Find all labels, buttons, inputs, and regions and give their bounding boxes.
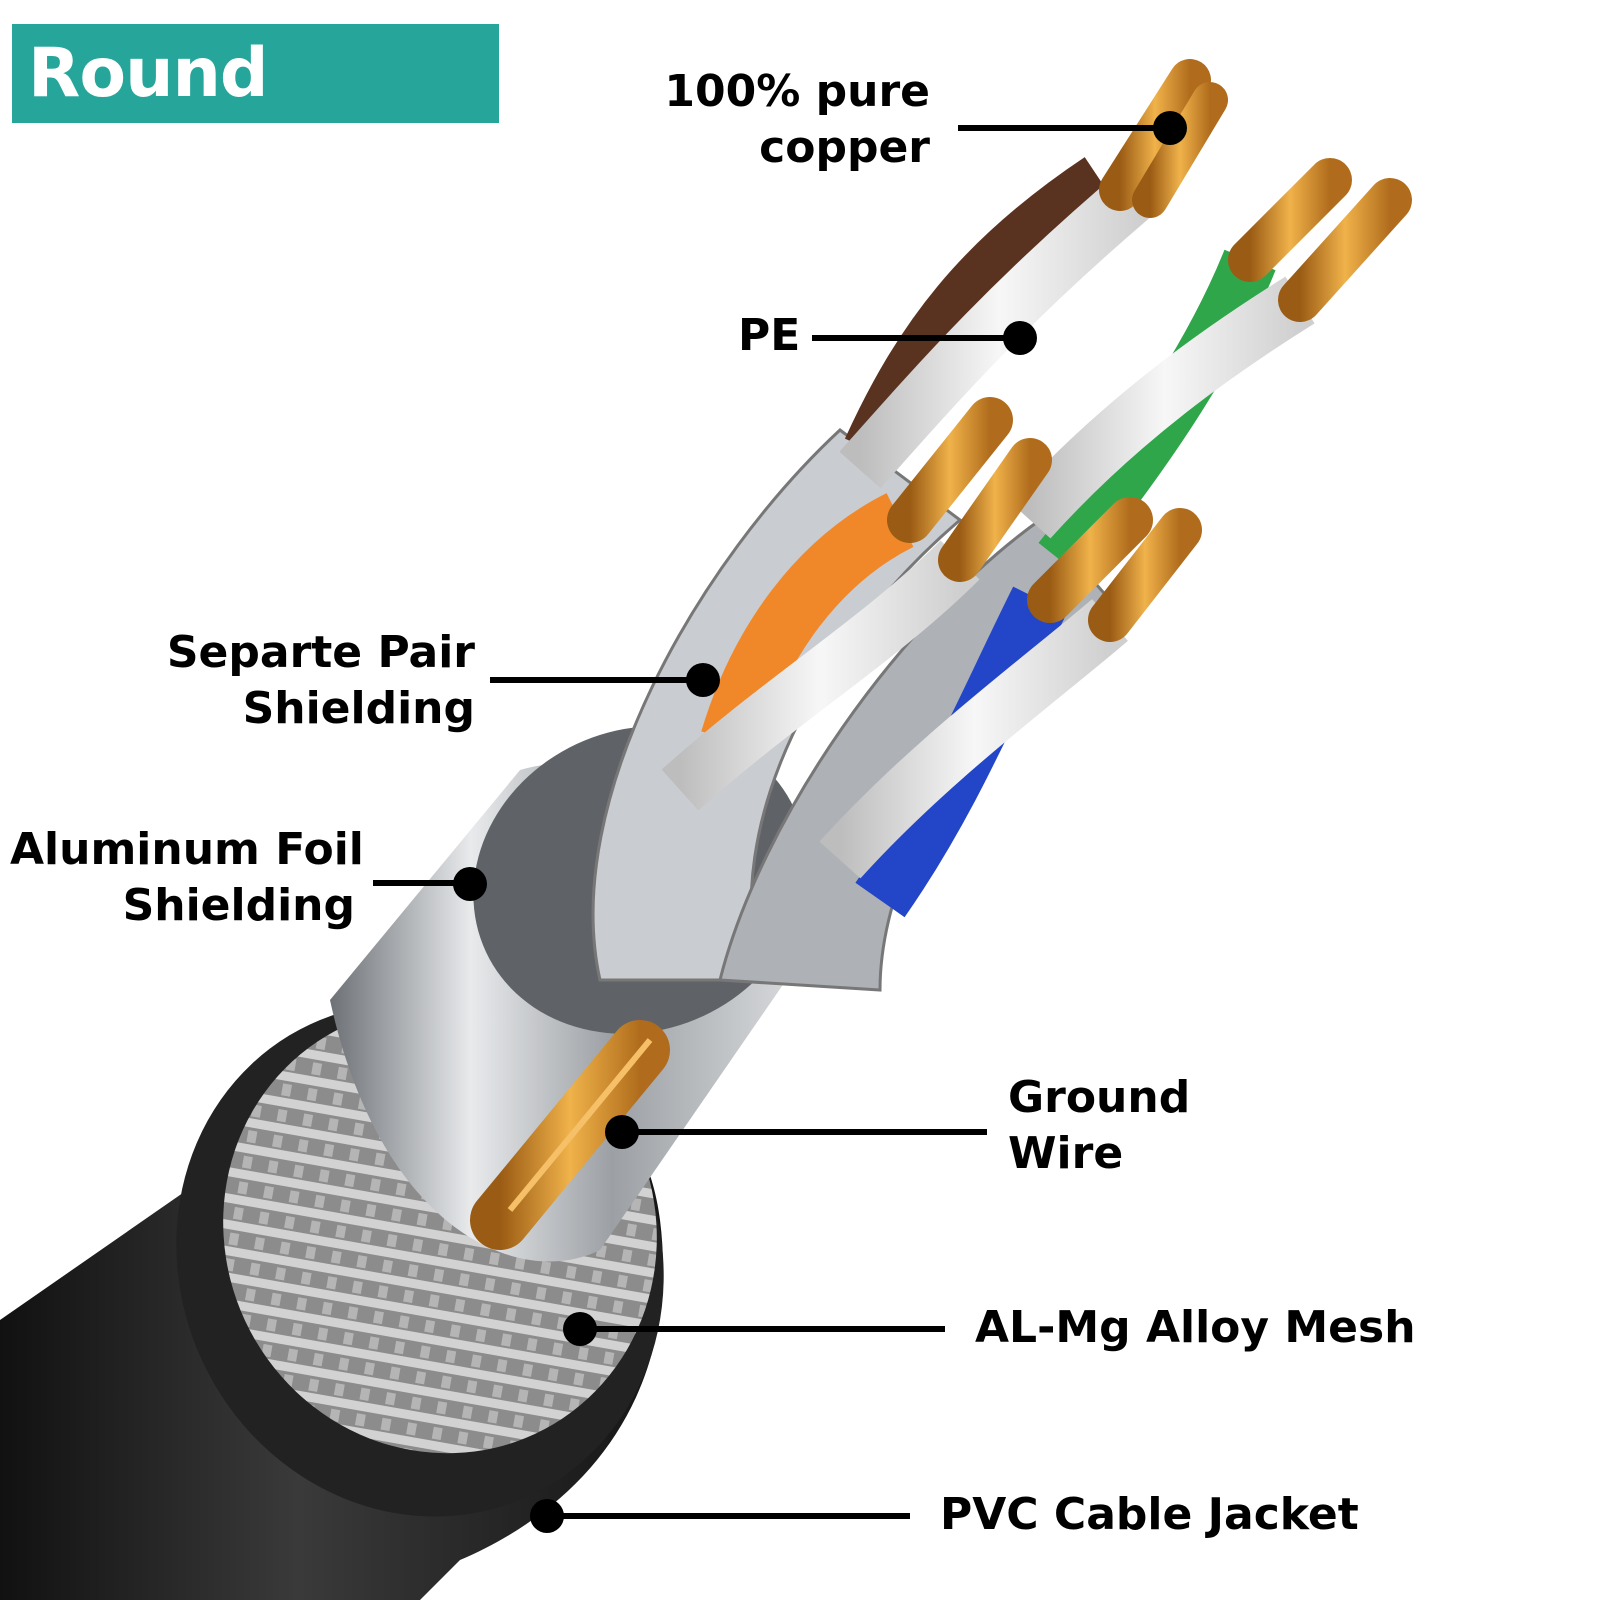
leader-line-pair-shielding bbox=[490, 677, 705, 683]
round-cable-badge: Round Cable bbox=[12, 24, 499, 212]
leader-line-pe bbox=[812, 335, 1020, 341]
label-foil-shielding: Aluminum Foil Shielding bbox=[10, 822, 364, 934]
label-pair-shielding-line2: Shielding bbox=[242, 683, 475, 734]
label-copper-line1: 100% pure bbox=[664, 66, 930, 117]
leader-dot-foil bbox=[453, 867, 487, 901]
label-foil-shielding-line1: Aluminum Foil bbox=[10, 824, 364, 875]
leader-dot-pair-shielding bbox=[686, 663, 720, 697]
label-copper-line2: copper bbox=[759, 122, 930, 173]
leader-line-jacket bbox=[560, 1513, 910, 1519]
leader-line-foil bbox=[373, 880, 476, 886]
white-wire-2 bbox=[1009, 276, 1315, 539]
label-jacket: PVC Cable Jacket bbox=[940, 1489, 1359, 1540]
label-pair-shielding-line1: Separte Pair bbox=[166, 627, 475, 678]
leader-dot-ground bbox=[605, 1115, 639, 1149]
white-wire-3 bbox=[661, 540, 980, 811]
leader-dot-pe bbox=[1003, 321, 1037, 355]
leader-dot-jacket bbox=[530, 1499, 564, 1533]
ground-wire-shape bbox=[470, 1020, 670, 1250]
label-ground-wire-line1: Ground bbox=[1008, 1072, 1191, 1123]
leader-line-ground bbox=[622, 1129, 987, 1135]
label-ground-wire-line2: Wire bbox=[1008, 1128, 1124, 1179]
white-wire-4 bbox=[819, 599, 1128, 879]
label-pair-shielding: Separte Pair Shielding bbox=[130, 625, 475, 737]
label-mesh: AL-Mg Alloy Mesh bbox=[975, 1302, 1416, 1353]
leader-dot-copper bbox=[1153, 111, 1187, 145]
label-foil-shielding-line2: Shielding bbox=[122, 880, 355, 931]
leader-line-copper bbox=[958, 125, 1170, 131]
label-ground-wire: Ground Wire bbox=[1008, 1070, 1190, 1182]
leader-line-mesh bbox=[580, 1326, 945, 1332]
label-pe: PE bbox=[738, 310, 801, 361]
label-copper: 100% pure copper bbox=[600, 64, 930, 176]
leader-dot-mesh bbox=[563, 1312, 597, 1346]
